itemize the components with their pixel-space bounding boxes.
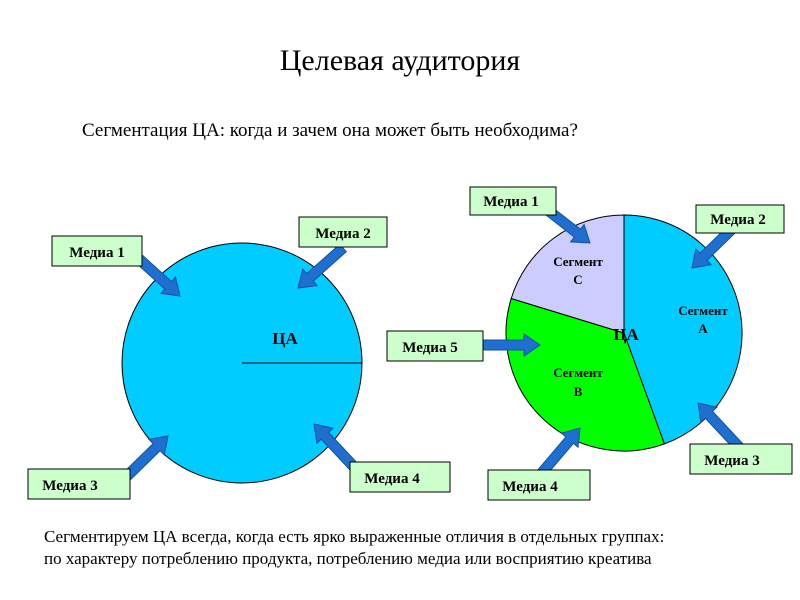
segment-c-slice (510, 214, 625, 334)
right-media-2-label: Медиа 2 (695, 204, 785, 234)
media-3-label: Медиа 3 (27, 468, 131, 500)
media-4-label: Медиа 4 (349, 461, 451, 493)
segment-b-label-line1: Сегмент (553, 365, 603, 380)
arrow-media-4 (313, 423, 360, 473)
svg-text:Медиа 4: Медиа 4 (502, 479, 558, 495)
right-media-3-label: Медиа 3 (689, 443, 793, 475)
arrow-media-2 (297, 243, 348, 289)
left-ca-label: ЦА (272, 329, 298, 348)
svg-text:Медиа 5: Медиа 5 (402, 340, 457, 356)
right-media-1-label: Медиа 1 (469, 186, 557, 216)
page-title: Целевая аудитория (279, 44, 521, 77)
right-ca-label: ЦА (613, 325, 639, 344)
page-footer: Сегментируем ЦА всегда, когда есть ярко … (44, 526, 664, 570)
footer-line-1: Сегментируем ЦА всегда, когда есть ярко … (44, 527, 665, 546)
media-1-label: Медиа 1 (51, 235, 143, 267)
footer-line-2: по характеру потреблению продукта, потре… (44, 549, 652, 568)
arrow-media-2-right (691, 223, 738, 269)
arrow-media-3-right (697, 402, 744, 452)
segment-a-label-line2: А (698, 321, 708, 336)
svg-text:Медиа 3: Медиа 3 (42, 478, 97, 494)
segment-c-label-line1: Сегмент (553, 254, 603, 269)
segment-c-label-line2: С (573, 272, 582, 287)
svg-text:Медиа 1: Медиа 1 (69, 245, 124, 261)
left-diagram: ЦА Медиа 1 Медиа 2 Медиа 3 Медиа 4 (27, 216, 451, 500)
arrow-media-1 (133, 253, 181, 297)
segment-b-slice (505, 297, 666, 452)
svg-text:Медиа 3: Медиа 3 (704, 453, 759, 469)
svg-text:Медиа 4: Медиа 4 (364, 471, 420, 487)
svg-text:Медиа 1: Медиа 1 (483, 194, 538, 210)
right-media-5-label: Медиа 5 (386, 330, 484, 362)
svg-text:Медиа 2: Медиа 2 (315, 226, 370, 242)
segment-b-label-line2: В (574, 384, 583, 399)
arrow-media-4-right (535, 427, 581, 479)
arrow-media-5-right (481, 333, 541, 357)
segment-a-label-line1: Сегмент (678, 303, 728, 318)
right-diagram: Сегмент А Сегмент В Сегмент С ЦА Медиа 1… (386, 186, 793, 501)
page-subtitle: Сегментация ЦА: когда и зачем она может … (82, 120, 578, 141)
media-2-label: Медиа 2 (298, 216, 388, 248)
svg-text:Медиа 2: Медиа 2 (710, 212, 765, 228)
right-media-4-label: Медиа 4 (487, 469, 591, 501)
